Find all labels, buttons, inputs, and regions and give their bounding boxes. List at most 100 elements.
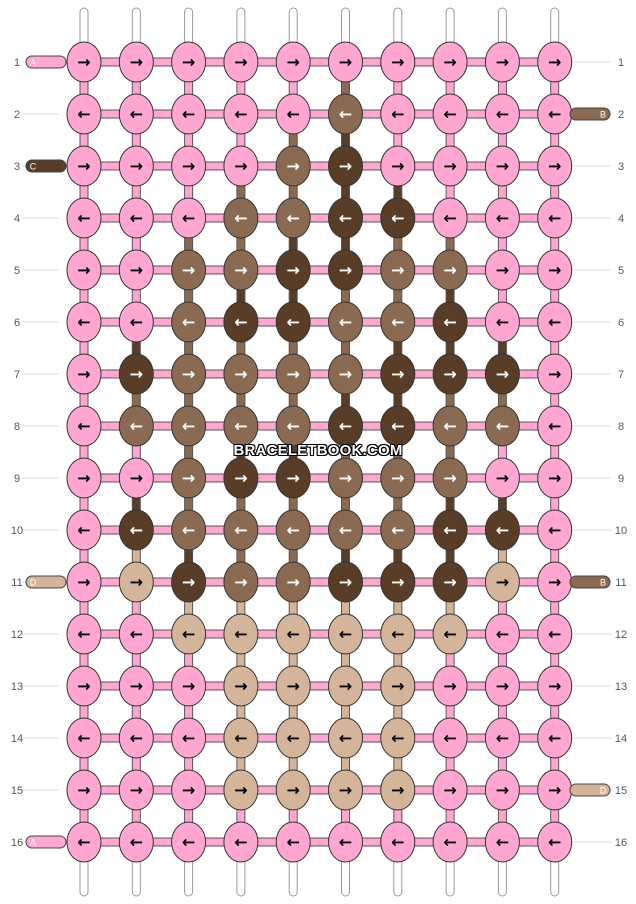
knot: ← — [484, 301, 520, 343]
knot: → — [223, 145, 259, 187]
knot: ← — [484, 821, 520, 863]
knot: ← — [432, 509, 468, 551]
row-number-left: 5 — [14, 265, 20, 277]
row-number-right: 1 — [618, 57, 624, 69]
arrow-right-icon: → — [443, 781, 456, 800]
knot: ← — [118, 821, 154, 863]
knot: ← — [432, 197, 468, 239]
arrow-right-icon: → — [339, 157, 352, 176]
knot: → — [484, 769, 520, 811]
left-thread-label: A — [30, 838, 36, 848]
arrow-right-icon: → — [443, 469, 456, 488]
knot: ← — [118, 197, 154, 239]
left-thread-label: D — [30, 578, 37, 588]
arrow-left-icon: ← — [496, 833, 509, 852]
arrow-right-icon: → — [77, 781, 90, 800]
arrow-left-icon: ← — [391, 625, 404, 644]
row-number-right: 8 — [618, 421, 624, 433]
arrow-right-icon: → — [443, 365, 456, 384]
knot: → — [537, 249, 573, 291]
knot: ← — [171, 613, 207, 655]
knot: ← — [118, 93, 154, 135]
arrow-right-icon: → — [182, 677, 195, 696]
knot: → — [537, 41, 573, 83]
knot: → — [432, 561, 468, 603]
arrow-left-icon: ← — [339, 521, 352, 540]
arrow-right-icon: → — [496, 157, 509, 176]
knot: → — [380, 41, 416, 83]
knot: → — [171, 561, 207, 603]
row-number-left: 7 — [14, 369, 20, 381]
knot: → — [380, 457, 416, 499]
arrow-left-icon: ← — [286, 209, 299, 228]
knot: → — [66, 249, 102, 291]
arrow-left-icon: ← — [182, 313, 195, 332]
knot: ← — [118, 613, 154, 655]
arrow-left-icon: ← — [443, 625, 456, 644]
arrow-left-icon: ← — [286, 417, 299, 436]
arrow-left-icon: ← — [548, 729, 561, 748]
arrow-right-icon: → — [548, 157, 561, 176]
arrow-right-icon: → — [234, 781, 247, 800]
row-number-left: 16 — [11, 837, 23, 849]
knot: → — [223, 769, 259, 811]
knot: → — [484, 249, 520, 291]
knot: ← — [66, 405, 102, 447]
row-number-right: 15 — [615, 785, 627, 797]
arrow-right-icon: → — [548, 469, 561, 488]
knot: ← — [537, 821, 573, 863]
knot: → — [432, 41, 468, 83]
arrow-right-icon: → — [234, 157, 247, 176]
arrow-left-icon: ← — [496, 729, 509, 748]
arrow-right-icon: → — [286, 365, 299, 384]
arrow-left-icon: ← — [391, 313, 404, 332]
arrow-left-icon: ← — [77, 521, 90, 540]
row-number-left: 8 — [14, 421, 20, 433]
arrow-left-icon: ← — [182, 625, 195, 644]
arrow-left-icon: ← — [234, 105, 247, 124]
knot: ← — [380, 509, 416, 551]
arrow-left-icon: ← — [548, 417, 561, 436]
arrow-right-icon: → — [130, 53, 143, 72]
arrow-left-icon: ← — [496, 521, 509, 540]
arrow-right-icon: → — [548, 677, 561, 696]
knot: ← — [171, 509, 207, 551]
knot: ← — [275, 301, 311, 343]
knot: ← — [328, 613, 363, 655]
arrow-left-icon: ← — [130, 313, 143, 332]
knot: → — [380, 769, 416, 811]
arrow-left-icon: ← — [391, 209, 404, 228]
arrow-left-icon: ← — [130, 729, 143, 748]
arrow-left-icon: ← — [234, 729, 247, 748]
arrow-left-icon: ← — [234, 625, 247, 644]
knot: → — [432, 145, 468, 187]
arrow-right-icon: → — [77, 157, 90, 176]
arrow-left-icon: ← — [286, 833, 299, 852]
arrow-left-icon: ← — [234, 417, 247, 436]
arrow-right-icon: → — [391, 261, 404, 280]
knot: ← — [66, 717, 102, 759]
knot: → — [118, 457, 154, 499]
arrow-left-icon: ← — [496, 209, 509, 228]
arrow-right-icon: → — [339, 53, 352, 72]
knot: → — [484, 561, 520, 603]
knot: ← — [380, 717, 416, 759]
knot: ← — [223, 509, 259, 551]
knot: → — [275, 41, 311, 83]
arrow-left-icon: ← — [130, 625, 143, 644]
arrow-left-icon: ← — [339, 729, 352, 748]
arrow-right-icon: → — [548, 573, 561, 592]
row-number-right: 7 — [618, 369, 624, 381]
knot: ← — [432, 301, 468, 343]
knot: → — [484, 457, 520, 499]
arrow-right-icon: → — [77, 469, 90, 488]
row-number-right: 10 — [615, 525, 627, 537]
arrow-left-icon: ← — [443, 417, 456, 436]
knot: ← — [328, 197, 363, 239]
knot: ← — [484, 93, 520, 135]
knot: ← — [537, 405, 573, 447]
knot: → — [484, 665, 520, 707]
arrow-right-icon: → — [339, 469, 352, 488]
arrow-left-icon: ← — [234, 833, 247, 852]
arrow-right-icon: → — [496, 573, 509, 592]
